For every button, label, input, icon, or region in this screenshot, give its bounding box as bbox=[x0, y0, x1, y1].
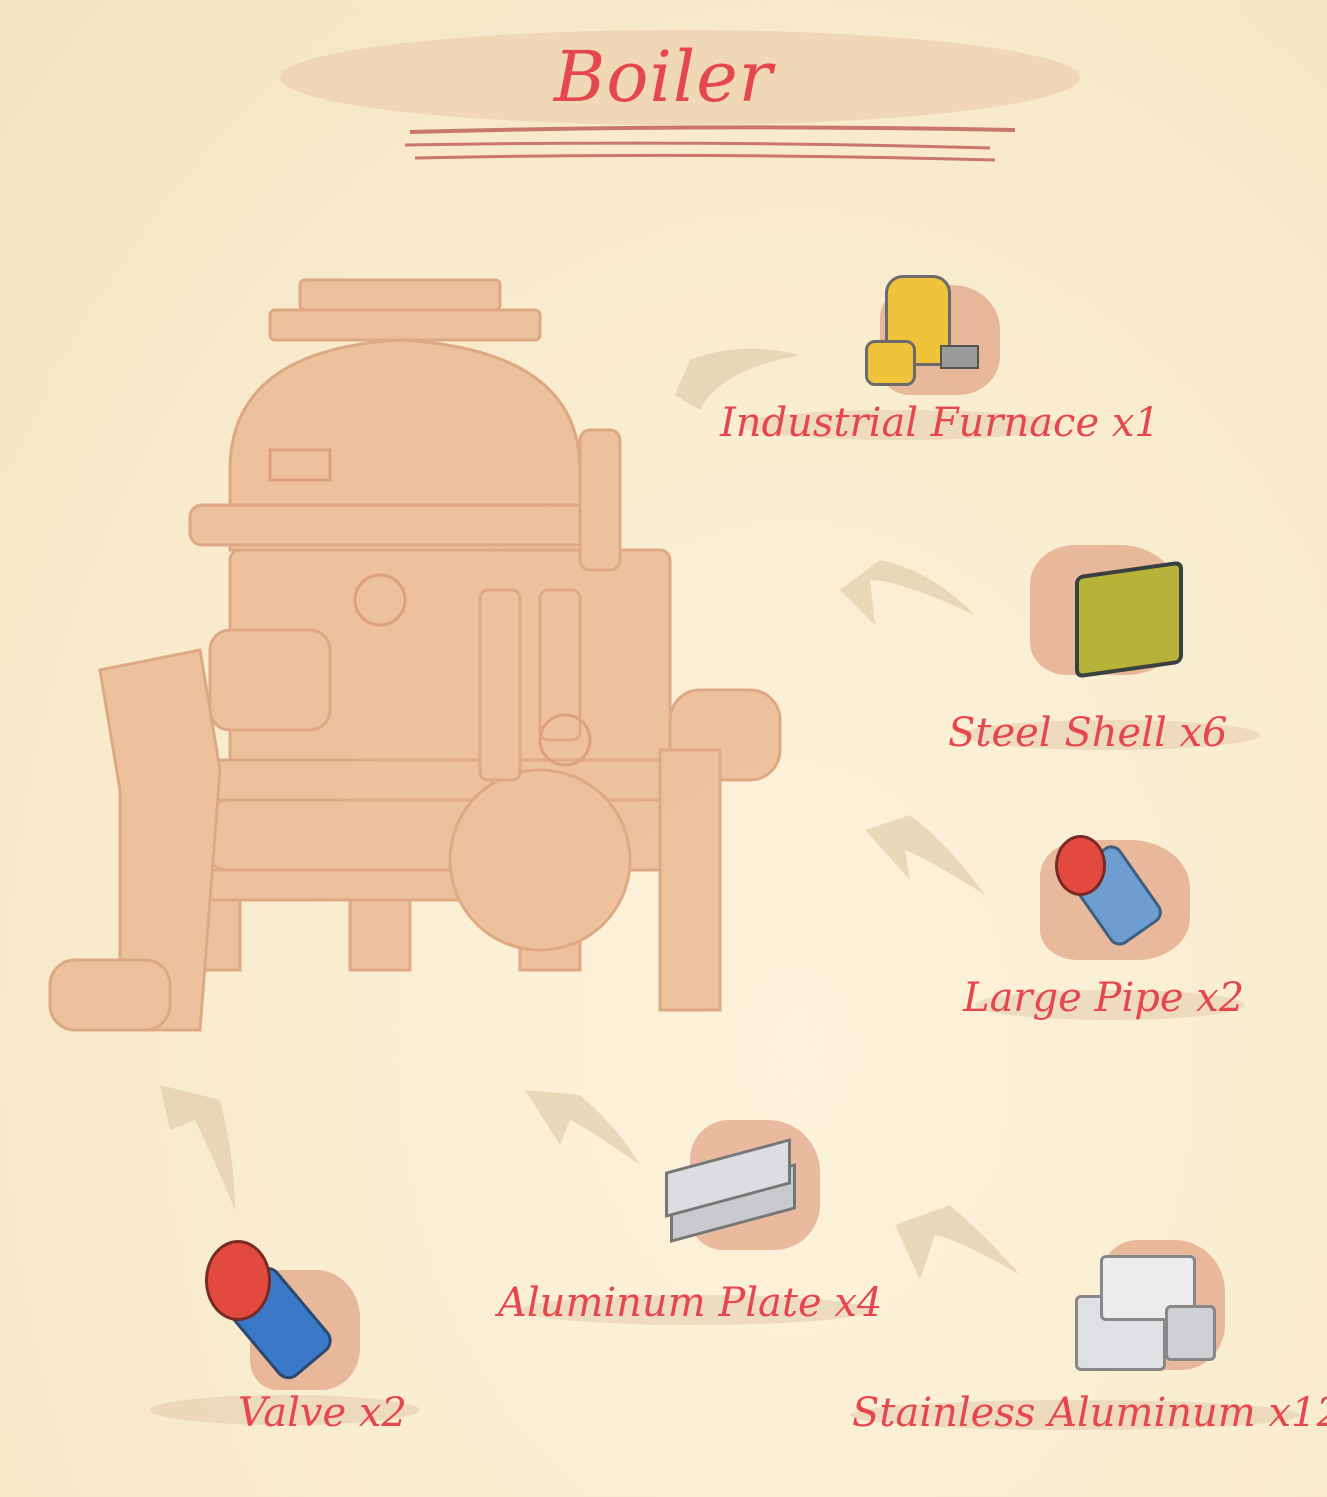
stainless-aluminum-icon bbox=[1075, 1250, 1216, 1371]
boiler-sketch-icon bbox=[48, 278, 782, 1032]
aluminum-plate-icon bbox=[660, 1138, 800, 1250]
large-pipe-icon bbox=[1055, 830, 1175, 951]
ingredient-label: Large Pipe x2 bbox=[963, 975, 1245, 1021]
arrow-icon bbox=[160, 1085, 235, 1210]
ingredient-label: Aluminum Plate x4 bbox=[498, 1280, 883, 1326]
ingredient-label: Industrial Furnace x1 bbox=[720, 400, 1160, 446]
valve-icon bbox=[205, 1235, 355, 1385]
page-title: Boiler bbox=[553, 36, 774, 118]
arrow-icon bbox=[895, 1205, 1020, 1280]
arrow-icon bbox=[675, 348, 800, 410]
ingredient-label: Valve x2 bbox=[238, 1390, 407, 1436]
title-underline bbox=[404, 125, 1016, 162]
ingredient-label: Stainless Aluminum x12 bbox=[852, 1390, 1327, 1436]
ingredient-label: Steel Shell x6 bbox=[948, 710, 1228, 756]
title-banner bbox=[280, 30, 1080, 125]
arrow-icon bbox=[525, 1090, 640, 1165]
steel-shell-icon bbox=[1075, 560, 1183, 679]
industrial-furnace-icon bbox=[865, 275, 979, 386]
arrow-icon bbox=[865, 815, 985, 895]
arrow-icon bbox=[840, 560, 975, 625]
